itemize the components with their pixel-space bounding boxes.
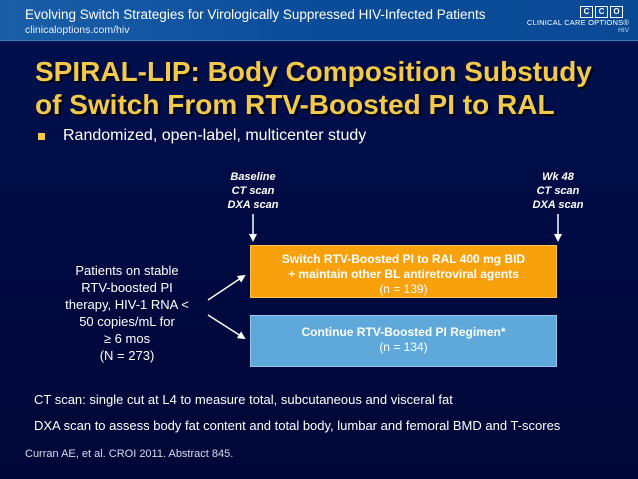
arm-switch-to-ral: Switch RTV-Boosted PI to RAL 400 mg BID … — [250, 245, 557, 298]
arm-switch-n: (n = 139) — [379, 282, 428, 296]
patient-population: Patients on stable RTV-boosted PI therap… — [52, 262, 202, 364]
population-line-5: ≥ 6 mos — [103, 331, 151, 346]
arm-switch-line-1: Switch RTV-Boosted PI to RAL 400 mg BID — [281, 252, 526, 266]
timepoint-week-48-line-2: CT scan — [536, 185, 580, 197]
logo-name: CLINICAL CARE OPTIONS® — [526, 18, 629, 27]
slide-title-line-2: of Switch From RTV-Boosted PI to RAL — [35, 89, 555, 120]
arm-continue-pi: Continue RTV-Boosted PI Regimen* (n = 13… — [250, 315, 557, 367]
arm-continue-n: (n = 134) — [379, 340, 428, 354]
header-title: Evolving Switch Strategies for Virologic… — [25, 7, 486, 22]
note-dxa-scan: DXA scan to assess body fat content and … — [34, 418, 561, 433]
note-ct-scan: CT scan: single cut at L4 to measure tot… — [34, 392, 453, 407]
population-line-6: (N = 273) — [99, 348, 155, 363]
bullet-square-icon — [38, 133, 45, 140]
arm-switch-line-2: + maintain other BL antiretroviral agent… — [288, 267, 519, 281]
timepoint-week-48-line-1: Wk 48 — [542, 171, 574, 183]
arrow-to-switch-arm — [207, 274, 246, 301]
timepoint-baseline: Baseline CT scan DXA scan — [213, 170, 293, 212]
slide-title: SPIRAL-LIP: Body Composition Substudy of… — [35, 55, 592, 121]
arrow-to-continue-arm — [207, 314, 246, 340]
population-line-1: Patients on stable — [75, 263, 179, 278]
population-line-4: 50 copies/mL for — [79, 314, 175, 329]
logo-letter-1: C — [580, 6, 593, 18]
header-bar: Evolving Switch Strategies for Virologic… — [0, 0, 638, 41]
bullet-study-design: Randomized, open-label, multicenter stud… — [63, 127, 367, 144]
slide-title-line-1: SPIRAL-LIP: Body Composition Substudy — [35, 56, 592, 87]
citation: Curran AE, et al. CROI 2011. Abstract 84… — [25, 448, 234, 460]
timepoint-week-48: Wk 48 CT scan DXA scan — [518, 170, 598, 212]
timepoint-week-48-line-3: DXA scan — [532, 199, 584, 211]
population-line-2: RTV-boosted PI — [81, 280, 173, 295]
timepoint-baseline-line-2: CT scan — [231, 185, 275, 197]
timepoint-baseline-line-1: Baseline — [230, 171, 276, 183]
logo-letter-3: O — [610, 6, 623, 18]
population-line-3: therapy, HIV-1 RNA < — [65, 297, 189, 312]
header-url: clinicaloptions.com/hiv — [25, 24, 130, 36]
logo-mark: C C O — [580, 6, 623, 18]
timepoint-baseline-line-3: DXA scan — [227, 199, 279, 211]
arm-continue-line-1: Continue RTV-Boosted PI Regimen* — [301, 325, 506, 339]
clinical-care-options-logo: C C O CLINICAL CARE OPTIONS® HIV — [503, 4, 635, 36]
logo-letter-2: C — [595, 6, 608, 18]
logo-sub: HIV — [618, 27, 629, 34]
